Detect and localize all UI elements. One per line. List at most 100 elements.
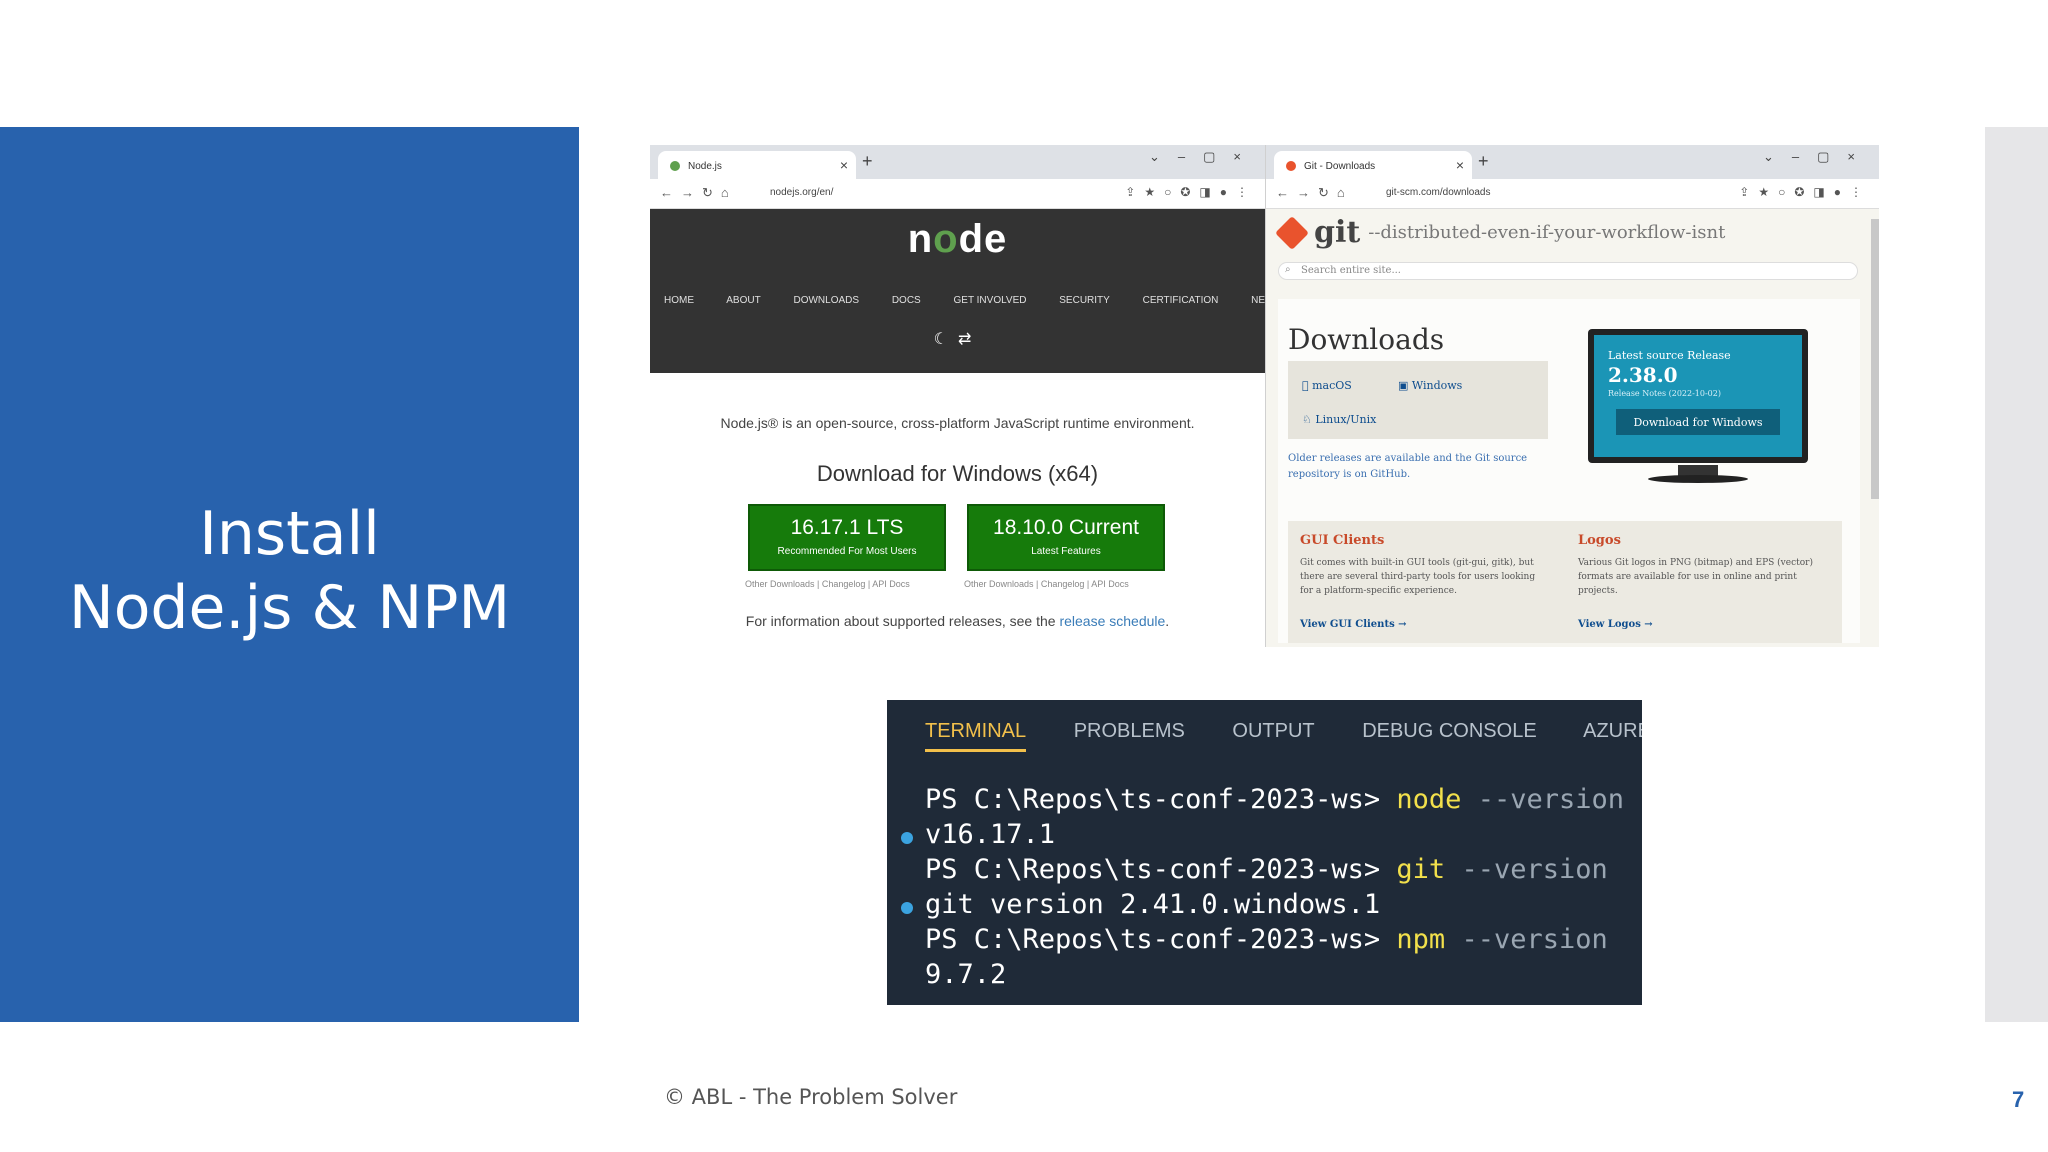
title-panel [0,127,579,1022]
terminal-line: PS C:\Repos\ts-conf-2023-ws> git --versi… [925,854,1608,885]
tab-title: Node.js [688,161,722,172]
nav-security[interactable]: SECURITY [1059,295,1110,306]
git-page: git --distributed-even-if-your-workflow-i… [1266,209,1879,647]
git-browser-window: Git - Downloads × + ⌄–▢× ←→↻⌂ git-scm.co… [1265,145,1879,647]
terminal-output[interactable]: PS C:\Repos\ts-conf-2023-ws> node --vers… [925,782,1624,992]
gui-clients-text: Git comes with built-in GUI tools (git-g… [1300,558,1536,596]
nodejs-favicon-icon [670,161,680,171]
git-slogan: --distributed-even-if-your-workflow-isnt [1368,222,1726,243]
tab-problems[interactable]: PROBLEMS [1073,720,1185,742]
url-field[interactable]: nodejs.org/en/ [770,187,834,198]
search-input[interactable]: ⌕ Search entire site... [1278,262,1858,280]
git-logo-icon[interactable] [1275,215,1309,250]
search-icon: ⌕ [1285,264,1291,275]
tab-debug-console[interactable]: DEBUG CONSOLE [1362,720,1537,742]
git-header: git --distributed-even-if-your-workflow-i… [1275,215,1726,250]
terminal-line: v16.17.1 [925,819,1056,850]
browser-tab-git[interactable]: Git - Downloads × [1274,151,1472,179]
theme-language-toggles[interactable]: ☾⇄ [933,331,982,348]
footer-copyright: © ABL - The Problem Solver [664,1085,958,1109]
download-current-button[interactable]: 18.10.0 Current Latest Features [967,504,1165,571]
release-screen: Latest source Release 2.38.0 Release Not… [1594,335,1802,457]
scrollbar[interactable] [1871,219,1879,499]
nav-home[interactable]: HOME [664,295,694,306]
download-windows-button[interactable]: Download for Windows [1616,409,1780,435]
terminal-tabs: TERMINAL PROBLEMS OUTPUT DEBUG CONSOLE A… [925,720,1642,752]
release-info: For information about supported releases… [745,613,1170,629]
nav-about[interactable]: ABOUT [726,295,761,306]
view-logos-link[interactable]: View Logos → [1578,619,1653,630]
git-bottom-panel: GUI Clients Git comes with built-in GUI … [1288,521,1842,643]
lts-links[interactable]: Other Downloads | Changelog | API Docs [745,579,910,589]
toolbar-icons[interactable]: ⇪★○✪◨●⋮ [1125,185,1257,199]
download-title: Download for Windows (x64) [816,461,1099,486]
git-logo-text[interactable]: git [1314,215,1361,250]
toolbar-icons[interactable]: ⇪★○✪◨●⋮ [1739,185,1871,199]
command-status-dot [901,832,913,844]
navigation-icons[interactable]: ←→↻⌂ [1276,185,1353,200]
terminal-line: PS C:\Repos\ts-conf-2023-ws> npm --versi… [925,924,1608,955]
os-windows[interactable]: ▣ Windows [1398,379,1463,392]
window-controls[interactable]: ⌄–▢× [1149,149,1259,164]
right-decor-strip [1985,127,2048,1022]
downloads-heading: Downloads [1288,323,1445,356]
logos-text: Various Git logos in PNG (bitmap) and EP… [1578,558,1813,596]
address-bar: ←→↻⌂ nodejs.org/en/ ⇪★○✪◨●⋮ [650,179,1265,209]
os-linux[interactable]: ♘ Linux/Unix [1302,413,1377,426]
nav-get-involved[interactable]: GET INVOLVED [953,295,1027,306]
vscode-terminal-panel: TERMINAL PROBLEMS OUTPUT DEBUG CONSOLE A… [887,700,1642,1005]
release-notes-link[interactable]: Release Notes (2022-10-02) [1608,389,1721,398]
page-number: 7 [2012,1087,2025,1112]
nodejs-nav: HOME ABOUT DOWNLOADS DOCS GET INVOLVED S… [664,295,1265,306]
close-tab-icon[interactable]: × [839,157,848,173]
nodejs-logo[interactable]: node [907,217,1008,261]
git-content: Downloads  macOS ▣ Windows ♘ Linux/Unix… [1278,299,1860,643]
tab-bar: Git - Downloads × + ⌄–▢× [1266,145,1879,179]
latest-release-monitor: Latest source Release 2.38.0 Release Not… [1588,329,1808,463]
terminal-line: 9.7.2 [925,959,1007,990]
current-subtitle: Latest Features [1031,546,1101,557]
nodejs-header: node HOME ABOUT DOWNLOADS DOCS GET INVOL… [650,209,1265,373]
address-bar: ←→↻⌂ git-scm.com/downloads ⇪★○✪◨●⋮ [1266,179,1879,209]
slide-title: Install Node.js & NPM [0,497,579,645]
older-releases-text[interactable]: Older releases are available and the Git… [1288,453,1528,480]
gui-clients-heading: GUI Clients [1300,533,1385,548]
tab-title: Git - Downloads [1304,161,1376,172]
release-label: Latest source Release [1608,349,1731,362]
monitor-base [1648,475,1748,483]
tab-terminal[interactable]: TERMINAL [925,720,1027,752]
command-status-dot [901,902,913,914]
close-tab-icon[interactable]: × [1455,157,1464,173]
new-tab-icon[interactable]: + [862,151,873,171]
terminal-line: PS C:\Repos\ts-conf-2023-ws> node --vers… [925,784,1624,815]
release-schedule-link[interactable]: release schedule [1059,613,1166,629]
slide-title-line2: Node.js & NPM [68,573,511,643]
git-favicon-icon [1286,161,1296,171]
os-macos[interactable]:  macOS [1302,379,1352,392]
nav-downloads[interactable]: DOWNLOADS [793,295,860,306]
terminal-line: git version 2.41.0.windows.1 [925,889,1381,920]
navigation-icons[interactable]: ←→↻⌂ [660,185,737,200]
lts-version: 16.17.1 LTS [790,516,904,539]
window-controls[interactable]: ⌄–▢× [1763,149,1873,164]
nav-certification[interactable]: CERTIFICATION [1142,295,1219,306]
new-tab-icon[interactable]: + [1478,151,1489,171]
current-version: 18.10.0 Current [993,516,1139,539]
browser-tab-nodejs[interactable]: Node.js × [658,151,856,179]
nav-docs[interactable]: DOCS [891,295,921,306]
tab-azure[interactable]: AZURE [1583,720,1642,742]
monitor-stand [1678,465,1718,477]
current-links[interactable]: Other Downloads | Changelog | API Docs [964,579,1129,589]
url-field[interactable]: git-scm.com/downloads [1386,187,1491,198]
tab-output[interactable]: OUTPUT [1232,720,1315,742]
nodejs-tagline: Node.js® is an open-source, cross-platfo… [720,415,1195,431]
view-gui-clients-link[interactable]: View GUI Clients → [1300,619,1407,630]
logos-heading: Logos [1578,533,1621,548]
nodejs-browser-window: Node.js × + ⌄–▢× ←→↻⌂ nodejs.org/en/ ⇪★○… [650,145,1265,647]
nav-news[interactable]: NEWS [1251,295,1265,306]
lts-subtitle: Recommended For Most Users [777,546,917,557]
download-lts-button[interactable]: 16.17.1 LTS Recommended For Most Users [748,504,946,571]
slide-title-line1: Install [199,499,380,569]
tab-bar: Node.js × + ⌄–▢× [650,145,1265,179]
os-selector:  macOS ▣ Windows ♘ Linux/Unix [1288,361,1548,439]
